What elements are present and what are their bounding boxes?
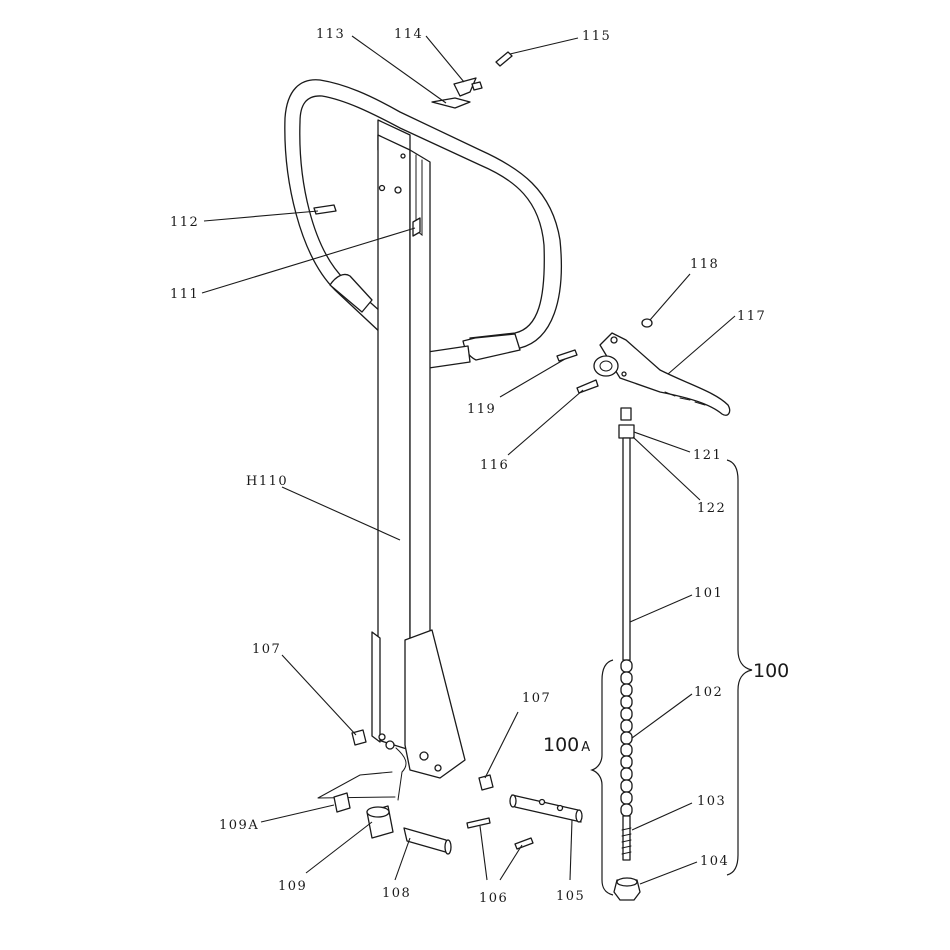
top-small-parts — [431, 51, 513, 109]
part-101-rod — [622, 437, 631, 661]
callout-111: 111 — [170, 287, 199, 302]
callout-109: 109 — [278, 879, 307, 894]
part-107-bushing-right — [478, 774, 494, 791]
fork-plate-left — [371, 631, 381, 743]
callout-116: 116 — [480, 458, 509, 473]
callout-101: 101 — [694, 586, 723, 601]
callout-102: 102 — [694, 685, 723, 700]
part-112-pin — [313, 204, 337, 215]
grip-sleeve-right — [462, 333, 521, 361]
callout-109A: 109A — [219, 818, 259, 833]
leader-lines — [201, 35, 736, 885]
callout-103: 103 — [697, 794, 726, 809]
pull-rod-assembly — [613, 407, 641, 901]
part-119-pin — [556, 349, 578, 362]
callout-121: 121 — [693, 448, 722, 463]
fork-plate-right — [404, 629, 466, 779]
group-label-100A-number: 100 — [543, 734, 579, 756]
callout-104: 104 — [700, 854, 729, 869]
callout-112: 112 — [170, 215, 199, 230]
part-114 — [453, 77, 477, 97]
handle-loop-tube — [284, 79, 562, 371]
callout-113: 113 — [316, 27, 345, 42]
callout-117: 117 — [737, 309, 766, 324]
callout-114: 114 — [394, 27, 423, 42]
part-106-pin-b — [514, 837, 534, 850]
callout-108: 108 — [382, 886, 411, 901]
part-106-pin-a — [466, 817, 491, 829]
part-118-nut — [641, 318, 653, 328]
callout-labels: 113 114 115 112 111 118 117 119 116 121 … — [170, 27, 789, 906]
callout-115: 115 — [582, 29, 611, 44]
grip-sleeve-left — [329, 273, 373, 313]
part-115-pin — [495, 51, 513, 67]
callout-118: 118 — [690, 257, 719, 272]
group-label-100A-suffix: A — [581, 740, 590, 755]
callout-107-right: 107 — [522, 691, 551, 706]
callout-106: 106 — [479, 891, 508, 906]
part-108-axle — [403, 827, 450, 854]
callout-h110: H110 — [246, 474, 288, 489]
part-102-chain — [620, 659, 633, 817]
part-121-clip — [618, 424, 635, 439]
rod-top-clevis — [620, 407, 632, 421]
callout-122: 122 — [697, 501, 726, 516]
slot-plate-111 — [412, 217, 421, 237]
callout-105: 105 — [556, 889, 585, 904]
part-105-pin — [511, 794, 582, 823]
group-100A-brace — [590, 659, 614, 896]
lever-bore — [593, 355, 619, 377]
part-113 — [431, 97, 471, 109]
handle-column-h110 — [317, 119, 466, 801]
part-117-lever — [599, 332, 731, 416]
group-100-brace — [726, 459, 753, 876]
part-116-pin — [576, 379, 599, 394]
callout-119: 119 — [467, 402, 496, 417]
part-103-threaded-end — [622, 815, 631, 861]
group-label-100: 100 — [753, 660, 789, 682]
callout-107-left: 107 — [252, 642, 281, 657]
part-109A-washer — [333, 792, 351, 813]
lever-117-assembly — [556, 318, 731, 416]
